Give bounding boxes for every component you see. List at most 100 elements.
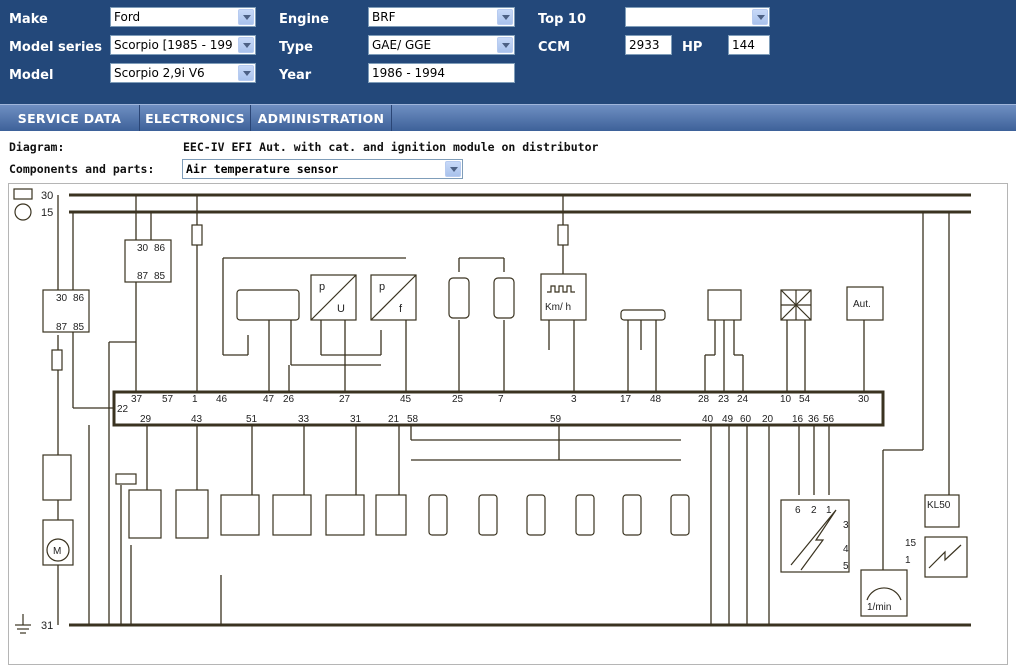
injector-5 (622, 494, 642, 536)
tachometer (860, 569, 908, 617)
sensor-u-label: U (337, 303, 345, 315)
fuse (51, 349, 63, 371)
hp-field[interactable]: 144 (728, 35, 770, 55)
connector-plug (707, 289, 742, 321)
inertia-switch (42, 454, 72, 501)
ecu-bottom-pin: 59 (550, 414, 562, 425)
ecu-top-pin: 17 (620, 394, 632, 405)
injector-2 (478, 494, 498, 536)
ecu-bottom-pin: 29 (140, 414, 152, 425)
module-pin: 5 (843, 561, 849, 572)
ecu-bottom-pin: 31 (350, 414, 362, 425)
rail-31-label: 31 (41, 620, 53, 632)
ccm-field[interactable]: 2933 (625, 35, 672, 55)
make-select[interactable]: Ford (110, 7, 256, 27)
purge-valve (272, 494, 312, 536)
chevron-down-icon[interactable] (238, 37, 254, 53)
resistor (115, 473, 137, 485)
ecu-bottom-pin: 16 (792, 414, 804, 425)
injector-3 (526, 494, 546, 536)
battery-icon (13, 188, 33, 200)
module-pin-labels: 6 2 1 3 4 5 15 1 (795, 505, 917, 572)
engine-label: Engine (279, 12, 329, 27)
ecu-bottom-pin: 43 (191, 414, 203, 425)
tacho-label: 1/min (867, 602, 891, 613)
ecu-bottom-pin: 56 (823, 414, 835, 425)
starter-kl50 (924, 494, 960, 528)
chevron-down-icon[interactable] (497, 37, 513, 53)
model-value: Scorpio 2,9i V6 (114, 66, 205, 80)
ecu-bottom-pin: 21 (388, 414, 400, 425)
ecu-top-pin: 23 (718, 394, 730, 405)
ecu-top-pin: 28 (698, 394, 710, 405)
engine-select[interactable]: BRF (368, 7, 515, 27)
tacho-dial-icon (866, 587, 902, 601)
ecu-top-pin: 24 (737, 394, 749, 405)
pulse-icon (547, 285, 575, 293)
chevron-down-icon[interactable] (497, 9, 513, 25)
chevron-down-icon[interactable] (238, 65, 254, 81)
sensor-f-label: f (399, 303, 403, 315)
ecu-top-pin: 30 (858, 394, 870, 405)
kl50-label: KL50 (927, 500, 951, 511)
aut-label: Aut. (853, 299, 871, 310)
tab-administration[interactable]: ADMINISTRATION (251, 105, 392, 131)
air-temperature-sensor (493, 277, 515, 319)
temperature-sensor (448, 277, 470, 319)
ecu-top-pin: 3 (571, 394, 577, 405)
coil-pin: 15 (905, 538, 917, 549)
type-value: GAE/ GGE (372, 38, 432, 52)
ecu-pin-22: 22 (117, 404, 129, 415)
module-pin: 1 (826, 505, 832, 516)
tab-electronics[interactable]: ELECTRONICS (140, 105, 251, 131)
chevron-down-icon[interactable] (238, 9, 254, 25)
ecu-top-pin: 57 (162, 394, 174, 405)
ecu-top-pin: 10 (780, 394, 792, 405)
module-pin: 3 (843, 520, 849, 531)
model-series-select[interactable]: Scorpio [1985 - 199 (110, 35, 256, 55)
relay-2-pin: 85 (73, 322, 85, 333)
model-select[interactable]: Scorpio 2,9i V6 (110, 63, 256, 83)
ignition-key-icon (14, 203, 32, 221)
ecu-top-pin: 7 (498, 394, 504, 405)
wiring-diagram: 30 15 31 30 86 87 85 30 86 87 85 (8, 183, 1008, 665)
egr-valve (325, 494, 365, 536)
make-value: Ford (114, 10, 141, 24)
idle-valve (220, 494, 260, 536)
relay-1-pin: 30 (137, 243, 149, 254)
coil-lightning-icon (928, 544, 962, 569)
model-series-label: Model series (9, 40, 102, 55)
ecu-bottom-pin: 20 (762, 414, 774, 425)
year-field[interactable]: 1986 - 1994 (368, 63, 515, 83)
module-pin: 6 (795, 505, 801, 516)
ecu-bottom-pin: 40 (702, 414, 714, 425)
components-select[interactable]: Air temperature sensor (182, 159, 463, 179)
tab-bar: SERVICE DATA ELECTRONICS ADMINISTRATION (0, 104, 1016, 131)
model-label: Model (9, 68, 54, 83)
module-pin: 4 (843, 544, 849, 555)
ecu-bottom-pin: 49 (722, 414, 734, 425)
ccm-label: CCM (538, 40, 571, 55)
top10-label: Top 10 (538, 12, 586, 27)
ecu-top-pin: 54 (799, 394, 811, 405)
chevron-down-icon[interactable] (445, 161, 461, 177)
module-pin: 2 (811, 505, 817, 516)
chevron-down-icon[interactable] (752, 9, 768, 25)
type-select[interactable]: GAE/ GGE (368, 35, 515, 55)
tab-service-data[interactable]: SERVICE DATA (0, 105, 140, 131)
rail-30-label: 30 (41, 190, 53, 202)
ecu-top-pin: 48 (650, 394, 662, 405)
ignition-coil-left (128, 489, 162, 539)
ignition-coil-right (175, 489, 209, 539)
top10-select[interactable] (625, 7, 770, 27)
ecu-bottom-pin: 58 (407, 414, 419, 425)
octane-valve (375, 494, 407, 536)
type-label: Type (279, 40, 313, 55)
fuse (191, 224, 203, 246)
make-label: Make (9, 12, 48, 27)
ecu-bottom-pin: 36 (808, 414, 820, 425)
relay-1-pin: 86 (154, 243, 166, 254)
ecu-top-pin: 26 (283, 394, 295, 405)
fuse (557, 224, 569, 246)
